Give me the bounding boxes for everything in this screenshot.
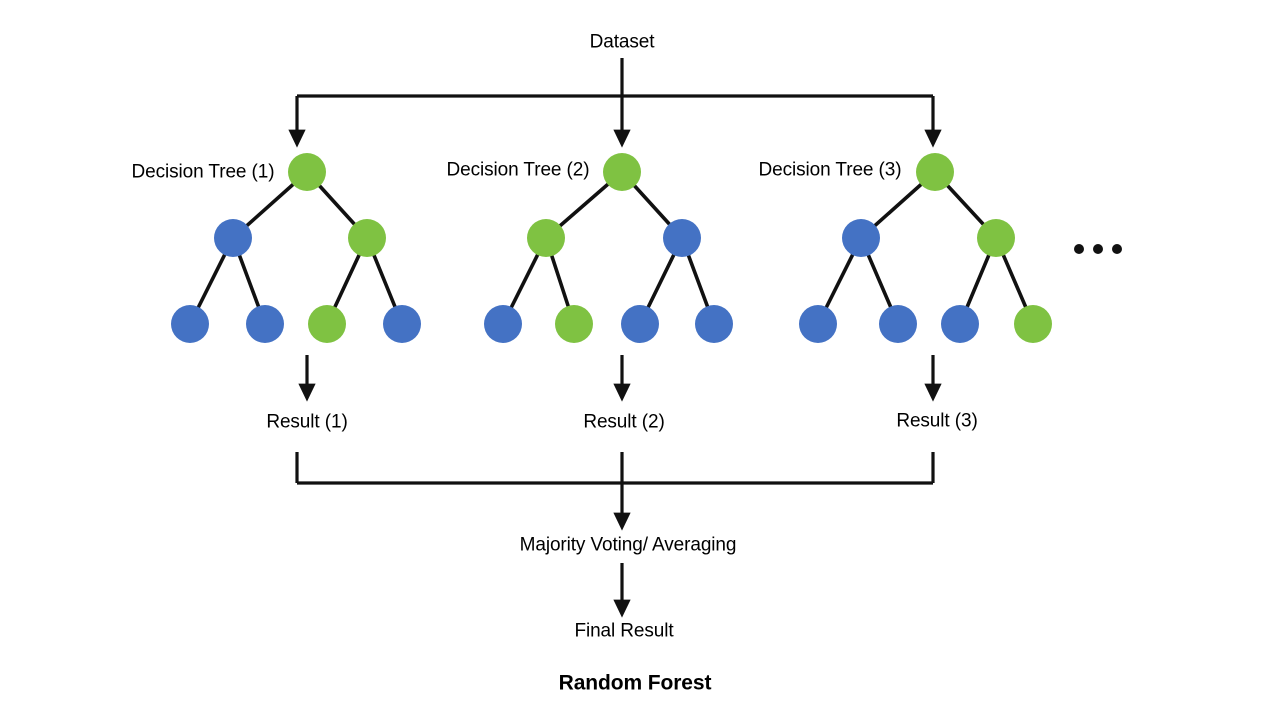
tree-3-branch-node-1 [842, 219, 880, 257]
majority-voting-label: Majority Voting/ Averaging [519, 534, 737, 556]
tree-3-leaf-node-3 [941, 305, 979, 343]
decision-tree-3 [799, 153, 1052, 343]
tree-2-leaf-node-2 [555, 305, 593, 343]
tree-3-leaf-node-4 [1014, 305, 1052, 343]
decision-tree-1-label: Decision Tree (1) [131, 161, 275, 183]
tree-1-leaf-node-2 [246, 305, 284, 343]
tree-1-branch-node-1 [214, 219, 252, 257]
tree-2-leaf-node-3 [621, 305, 659, 343]
tree-3-root-node [916, 153, 954, 191]
result-arrows-group [298, 355, 942, 402]
tree-1-leaf-node-3 [308, 305, 346, 343]
tree-2-root-node [603, 153, 641, 191]
decision-tree-3-label: Decision Tree (3) [758, 159, 902, 181]
more-trees-ellipsis-icon [1074, 244, 1122, 254]
tree-1-branch-node-2 [348, 219, 386, 257]
result-1-label: Result (1) [266, 411, 348, 433]
tree-3-leaf-node-2 [879, 305, 917, 343]
tree-1-leaf-node-4 [383, 305, 421, 343]
tree-2-leaf-node-1 [484, 305, 522, 343]
tree-3-branch-node-2 [977, 219, 1015, 257]
tree-2-leaf-node-4 [695, 305, 733, 343]
tree-1-leaf-node-1 [171, 305, 209, 343]
results-collector-connector [295, 452, 935, 531]
result-2-label: Result (2) [583, 411, 665, 433]
dataset-distributor-connector [288, 58, 942, 148]
tree-1-root-node [288, 153, 326, 191]
dataset-label: Dataset [589, 31, 655, 53]
diagram-title: Random Forest [558, 671, 712, 695]
result-3-label: Result (3) [896, 410, 978, 432]
tree-3-leaf-node-1 [799, 305, 837, 343]
decision-trees-layer [171, 153, 1052, 343]
decision-tree-1 [171, 153, 421, 343]
tree-2-branch-node-1 [527, 219, 565, 257]
tree-2-branch-node-2 [663, 219, 701, 257]
decision-tree-2-label: Decision Tree (2) [446, 159, 590, 181]
decision-tree-2 [484, 153, 733, 343]
final-result-label: Final Result [574, 620, 674, 642]
